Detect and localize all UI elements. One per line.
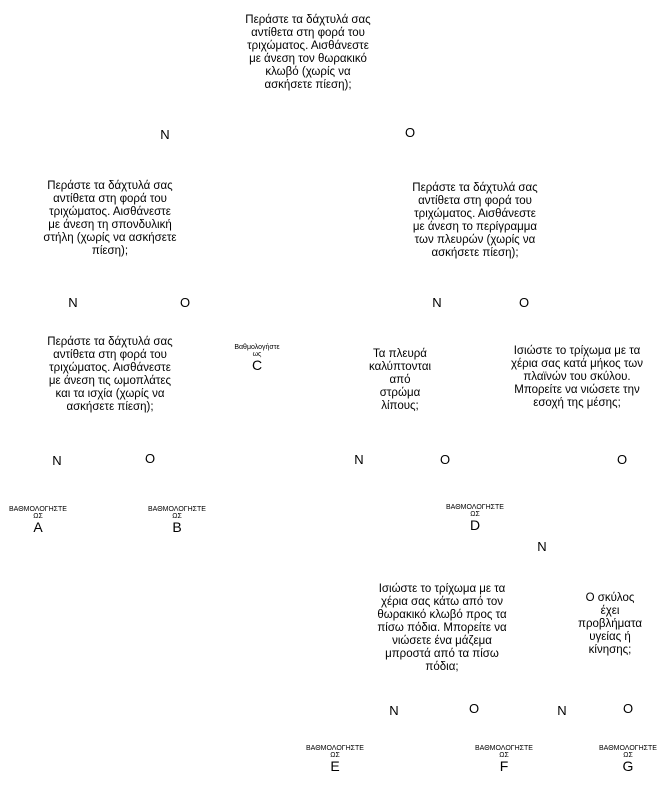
answer-yes-q8: O: [622, 701, 634, 716]
score-c: Βαθμολογήστε ως C: [217, 344, 297, 373]
score-g: ΒΑΘΜΟΛΟΓΗΣΤΕ ΩΣ G: [588, 745, 667, 774]
score-a: ΒΑΘΜΟΛΟΓΗΣΤΕ ΩΣ A: [0, 506, 78, 535]
answer-no-q2: N: [68, 295, 78, 310]
score-letter-e: E: [330, 758, 340, 774]
score-letter-a: A: [33, 519, 43, 535]
score-e: ΒΑΘΜΟΛΟΓΗΣΤΕ ΩΣ E: [295, 745, 375, 774]
score-caption: ΒΑΘΜΟΛΟΓΗΣΤΕ ΩΣ: [475, 745, 533, 759]
question-fat-layer: Τα πλευρά καλύπτονται από στρώμα λίπους;: [368, 348, 432, 412]
score-letter-c: C: [251, 357, 263, 373]
answer-yes-q2: O: [179, 295, 191, 310]
question-rib-cage: Περάστε τα δάχτυλά σας αντίθετα στη φορά…: [245, 14, 371, 91]
answer-no-q8: N: [557, 703, 567, 718]
question-waist: Ισιώστε το τρίχωμα με τα χέρια σας κατά …: [511, 345, 643, 409]
score-caption: ΒΑΘΜΟΛΟΓΗΣΤΕ ΩΣ: [446, 504, 504, 518]
score-letter-f: F: [499, 758, 509, 774]
question-abdominal-tuck: Ισιώστε το τρίχωμα με τα χέρια σας κάτω …: [377, 583, 507, 673]
score-letter-b: B: [172, 519, 182, 535]
answer-no-q1: N: [160, 127, 170, 142]
score-caption: ΒΑΘΜΟΛΟΓΗΣΤΕ ΩΣ: [306, 745, 364, 759]
answer-yes-q7: O: [468, 701, 480, 716]
answer-no-q7: N: [389, 703, 399, 718]
answer-yes-q1: O: [404, 125, 416, 140]
score-b: ΒΑΘΜΟΛΟΓΗΣΤΕ ΩΣ B: [137, 506, 217, 535]
question-rib-outline: Περάστε τα δάχτυλά σας αντίθετα στη φορά…: [412, 182, 538, 259]
answer-no-q3: N: [432, 295, 442, 310]
question-health-issues: Ο σκύλος έχει προβλήματα υγείας ή κίνηση…: [578, 592, 642, 656]
score-letter-d: D: [469, 517, 481, 533]
score-caption: ΒΑΘΜΟΛΟΓΗΣΤΕ ΩΣ: [599, 745, 657, 759]
question-shoulder-hips: Περάστε τα δάχτυλά σας αντίθετα στη φορά…: [47, 336, 173, 413]
answer-yes-q3: O: [518, 295, 530, 310]
answer-no-q6: N: [537, 539, 547, 554]
answer-no-q4: N: [52, 453, 62, 468]
score-caption: Βαθμολογήστε ως: [234, 344, 280, 358]
answer-yes-q5: O: [439, 452, 451, 467]
score-letter-g: G: [622, 758, 634, 774]
score-caption: ΒΑΘΜΟΛΟΓΗΣΤΕ ΩΣ: [9, 506, 67, 520]
answer-yes-q6: O: [616, 452, 628, 467]
score-d: ΒΑΘΜΟΛΟΓΗΣΤΕ ΩΣ D: [435, 504, 515, 533]
answer-yes-q4: O: [144, 451, 156, 466]
question-spine: Περάστε τα δάχτυλά σας αντίθετα στη φορά…: [43, 180, 177, 257]
score-caption: ΒΑΘΜΟΛΟΓΗΣΤΕ ΩΣ: [148, 506, 206, 520]
answer-no-q5: N: [354, 452, 364, 467]
score-f: ΒΑΘΜΟΛΟΓΗΣΤΕ ΩΣ F: [464, 745, 544, 774]
